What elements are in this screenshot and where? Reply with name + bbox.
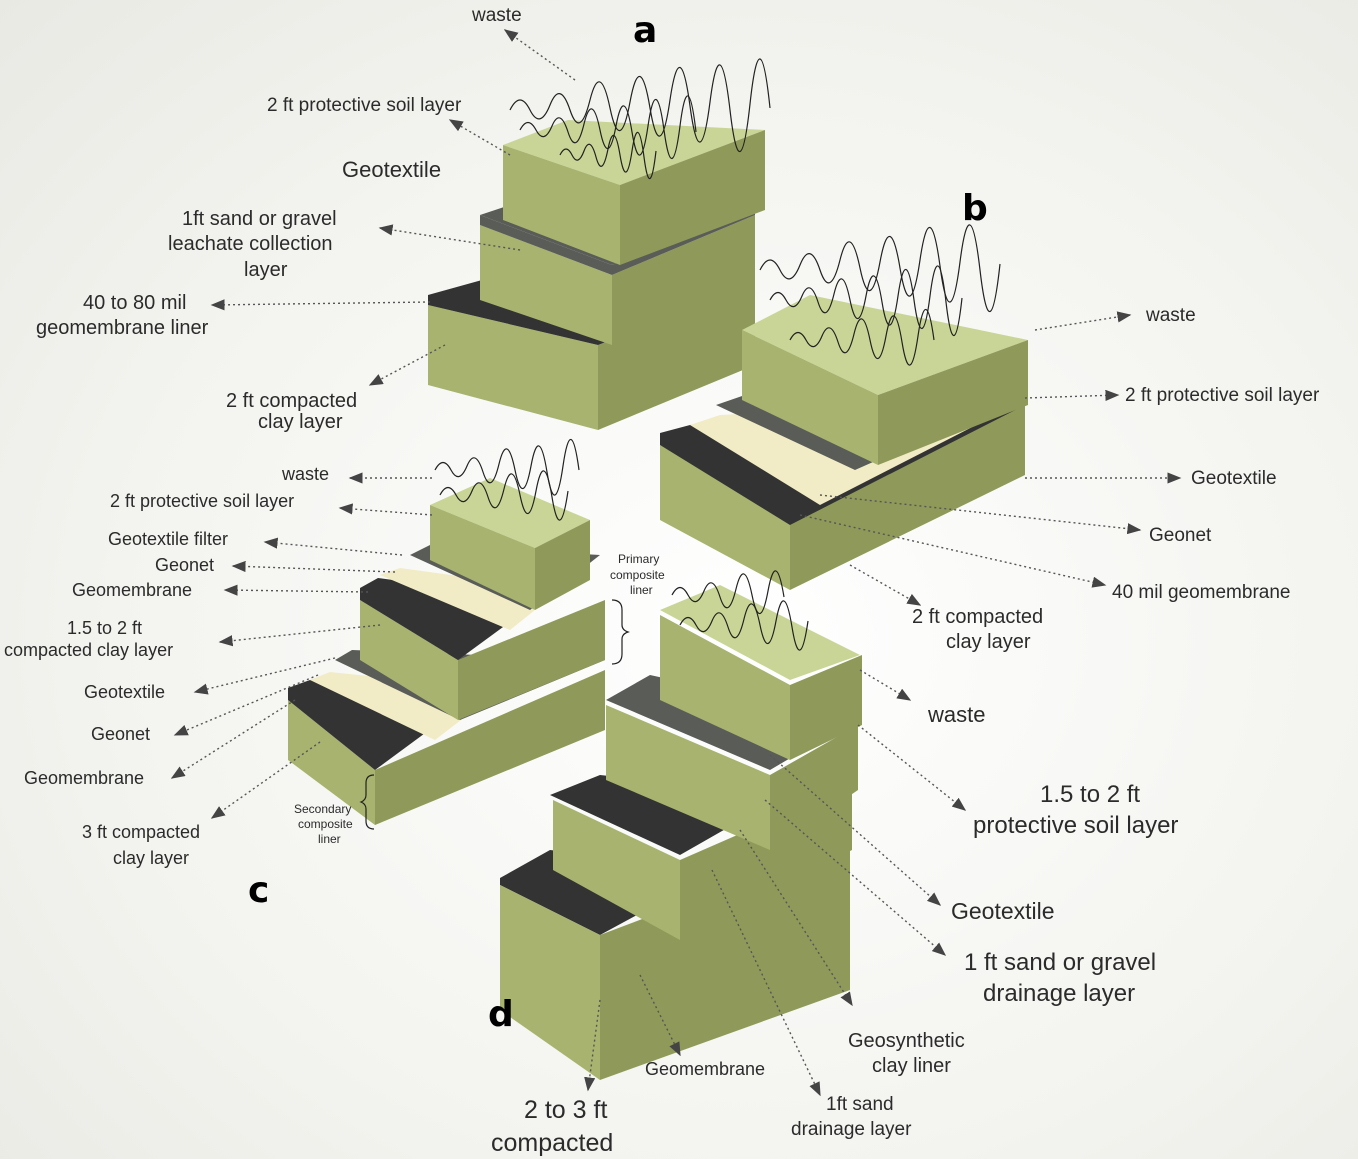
label-d-soil-1: 1.5 to 2 ft (1040, 781, 1140, 808)
label-c-clay-a1: 1.5 to 2 ft (67, 618, 142, 638)
arrows (170, 29, 1182, 1097)
label-c-geotextile-2: Geotextile (84, 682, 165, 702)
label-b-soil: 2 ft protective soil layer (1125, 385, 1320, 406)
label-c-clay-a2: compacted clay layer (4, 640, 173, 660)
label-c-waste: waste (281, 464, 329, 484)
label-a-soil: 2 ft protective soil layer (267, 95, 462, 116)
label-c-secondary-2: composite (298, 817, 353, 831)
label-b-geonet: Geonet (1149, 525, 1212, 546)
label-b-geomem: 40 mil geomembrane (1112, 582, 1290, 603)
label-c-soil: 2 ft protective soil layer (110, 491, 294, 511)
label-d-sand-2: drainage layer (791, 1119, 912, 1140)
labels-panel-a: waste 2 ft protective soil layer Geotext… (36, 5, 522, 433)
label-d-gcl-1: Geosynthetic (848, 1030, 965, 1052)
label-c-clay-b2: clay layer (113, 848, 189, 868)
labels-panel-d: waste 1.5 to 2 ft protective soil layer … (491, 702, 1178, 1157)
label-c-primary-1: Primary (618, 552, 659, 566)
label-b-clay-2: clay layer (946, 631, 1031, 653)
label-d-geotextile: Geotextile (951, 898, 1055, 924)
label-b-geotextile: Geotextile (1191, 468, 1277, 489)
label-c-geotextile-filter: Geotextile filter (108, 529, 228, 549)
label-c-geomem-2: Geomembrane (24, 768, 144, 788)
block-b (660, 224, 1028, 590)
label-b-clay-1: 2 ft compacted (912, 606, 1043, 628)
label-d-gcl-2: clay liner (872, 1055, 951, 1077)
label-a-geomem-2: geomembrane liner (36, 317, 209, 339)
labels-panel-c: waste 2 ft protective soil layer Geotext… (4, 464, 665, 868)
panel-letter-b: b (962, 188, 988, 229)
label-d-clay-2: compacted (491, 1129, 613, 1157)
label-d-drain-1: 1 ft sand or gravel (964, 949, 1156, 976)
label-c-clay-b1: 3 ft compacted (82, 822, 200, 842)
label-a-sand-1: 1ft sand or gravel (182, 208, 337, 230)
label-d-waste: waste (927, 702, 985, 727)
label-a-sand-2: leachate collection (168, 233, 333, 255)
label-c-geonet-1: Geonet (155, 555, 214, 575)
label-c-geonet-2: Geonet (91, 724, 150, 744)
label-c-secondary-1: Secondary (294, 802, 351, 816)
label-a-clay-2: clay layer (258, 411, 343, 433)
panel-letter-c: c (248, 870, 269, 911)
panel-letter-d: d (488, 994, 514, 1035)
label-a-sand-3: layer (244, 259, 288, 281)
label-c-primary-2: composite (610, 568, 665, 582)
label-d-geomem: Geomembrane (645, 1059, 765, 1079)
label-c-secondary-3: liner (318, 832, 341, 846)
labels-panel-b: waste 2 ft protective soil layer Geotext… (912, 305, 1320, 653)
label-d-soil-2: protective soil layer (973, 812, 1178, 839)
label-c-primary-3: liner (630, 583, 653, 597)
label-b-waste: waste (1145, 305, 1196, 326)
block-c (288, 438, 630, 830)
label-a-geomem-1: 40 to 80 mil (83, 292, 186, 314)
label-a-waste: waste (471, 5, 522, 26)
label-a-geotextile: Geotextile (342, 157, 441, 182)
label-c-geomem-1: Geomembrane (72, 580, 192, 600)
label-d-drain-2: drainage layer (983, 980, 1135, 1007)
label-d-clay-1: 2 to 3 ft (524, 1096, 607, 1124)
label-a-clay-1: 2 ft compacted (226, 390, 357, 412)
panel-letter-a: a (633, 10, 657, 51)
label-d-sand-1: 1ft sand (826, 1094, 894, 1115)
block-a (428, 58, 771, 430)
